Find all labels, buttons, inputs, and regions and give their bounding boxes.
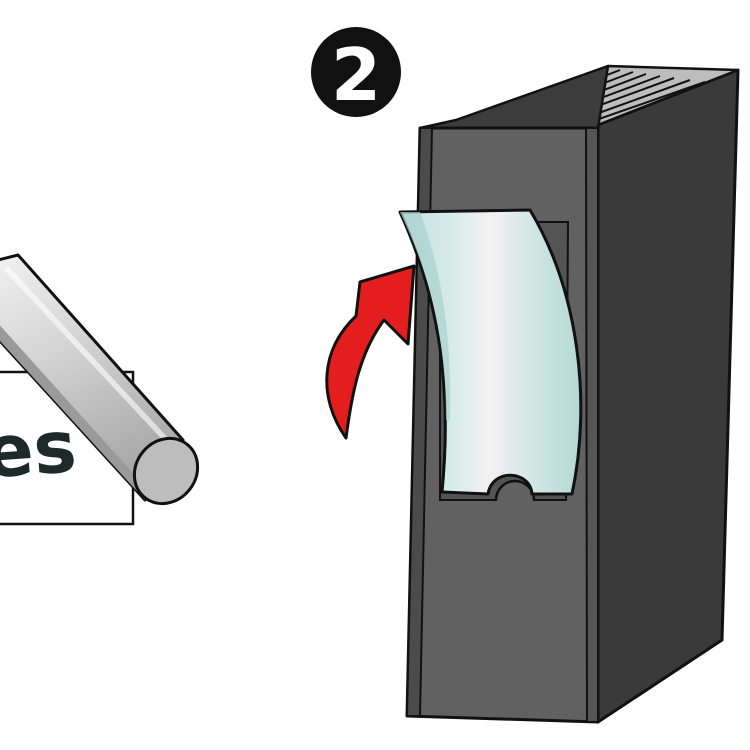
step-badge-circle — [311, 27, 401, 117]
label-sleeve-body — [398, 208, 583, 496]
binder-back-cover — [588, 68, 740, 724]
rod-highlight — [4, 266, 172, 448]
binder-top-edge — [418, 64, 610, 130]
rod-shade — [0, 325, 150, 500]
rod-end-cap — [132, 436, 200, 506]
insert-arrow-shape — [325, 264, 416, 440]
label-sleeve-fold-shade — [400, 212, 451, 420]
step-badge: 2 — [311, 27, 401, 117]
roller-rod — [0, 253, 200, 506]
step-number: 2 — [331, 33, 381, 117]
label-sleeve — [398, 208, 583, 496]
label-card-text: es — [0, 404, 79, 494]
binder-spine-hinge — [584, 127, 599, 723]
insert-arrow — [325, 264, 416, 440]
